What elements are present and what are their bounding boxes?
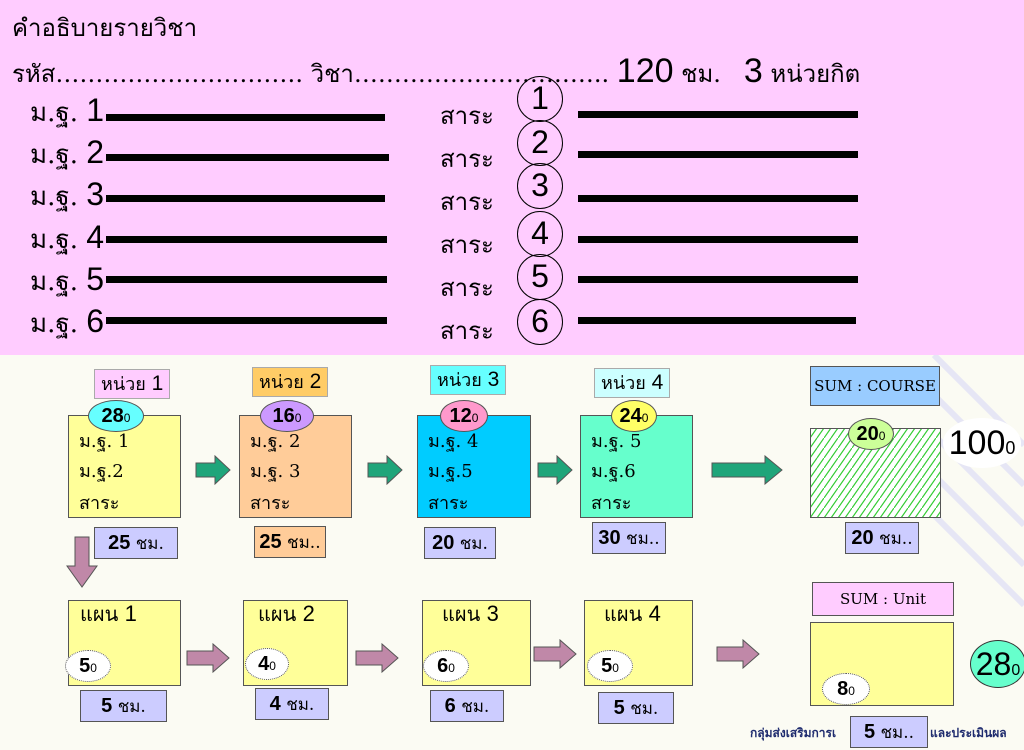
course-info-row: รหัส…………………………. วิชา………………………….. 120 ชม.… [12, 52, 860, 93]
sara-label: สาระ [440, 145, 494, 173]
footer-left-text: กลุ่มส่งเสริมการเ [750, 726, 837, 740]
code-label: รหัส [12, 60, 56, 88]
credit-unit: หน่วยกิต [770, 60, 861, 88]
sara-blank-line [578, 151, 858, 158]
sara-label: สาระ [440, 188, 494, 216]
unit-tag-2: หน่วย 2 [252, 367, 329, 397]
unit-score-oval: 120 [440, 400, 488, 432]
standard-blank-line [106, 276, 387, 283]
unit-tag-4: หน่วย 4 [594, 368, 671, 398]
standard-row: ม.ฐ. 2 [30, 134, 105, 170]
unit-score-oval: 160 [260, 400, 314, 432]
plan-label: แผน 2 [258, 601, 315, 626]
standard-blank-line [106, 236, 387, 243]
sara-number-circle: 4 [517, 211, 563, 257]
standard-row: ม.ฐ. 6 [30, 303, 105, 339]
sara-number-circle: 6 [517, 299, 563, 345]
sum-course-score-oval: 200 [848, 418, 894, 450]
plan-score-oval: 40 [245, 648, 289, 680]
plan-box-2 [243, 600, 348, 686]
plan-arrow-icon [186, 643, 230, 673]
sum-unit-hours: 5 ชม.. [850, 716, 928, 748]
down-arrow-icon [66, 536, 98, 588]
course-description-title: คำอธิบายรายวิชา [12, 14, 198, 42]
sara-label: สาระ [440, 102, 494, 130]
standard-blank-line [106, 114, 385, 121]
sum-unit-label: SUM : Unit [812, 582, 954, 616]
unit-tag-1: หน่วย 1 [94, 369, 171, 399]
sara-number-circle: 3 [517, 163, 563, 209]
unit-box-1: ม.ฐ. 1 ม.ฐ.2 สาระ [68, 415, 181, 518]
sara-number-circle: 5 [517, 254, 563, 300]
subject-dots: ………………………….. [353, 60, 610, 88]
sum-course-hours: 20 ชม.. [845, 522, 919, 554]
sum-course-label: SUM : COURSE [810, 366, 940, 406]
unit-total-score: 280 [970, 640, 1024, 688]
unit-box-4: ม.ฐ. 5 ม.ฐ.6 สาระ [580, 415, 693, 518]
unit-hours: 25 ชม. [94, 527, 178, 559]
sara-blank-line [578, 317, 856, 324]
course-header-panel [0, 0, 1024, 355]
sara-number-circle: 2 [517, 120, 563, 166]
plan-arrow-icon [533, 639, 577, 669]
unit-box-3: ม.ฐ. 4 ม.ฐ.5 สาระ [417, 415, 531, 518]
unit-hours: 25 ชม.. [254, 526, 326, 558]
total-hours-value: 120 [616, 52, 674, 90]
course-total-score: 1000 [943, 418, 1021, 468]
plan-label: แผน 4 [604, 601, 661, 626]
unit-hours: 20 ชม. [424, 527, 496, 559]
sara-label: สาระ [440, 274, 494, 302]
plan-hours: 4 ชม. [255, 688, 329, 720]
sara-blank-line [578, 195, 858, 202]
plan-score-oval: 50 [587, 650, 633, 682]
sara-blank-line [578, 276, 858, 283]
plan-hours: 6 ชม. [430, 690, 504, 722]
flow-arrow-icon [537, 455, 573, 485]
code-dots: …………………………. [55, 60, 303, 88]
standard-row: ม.ฐ. 1 [30, 92, 105, 128]
unit-hours: 30 ชม.. [592, 522, 666, 554]
unit-tag-3: หน่วย 3 [430, 365, 507, 395]
unit-score-oval: 280 [88, 400, 144, 432]
standard-blank-line [106, 195, 385, 202]
subject-label: วิชา [310, 60, 354, 88]
footer-right-text: และประเมินผล [930, 726, 1007, 740]
standard-row: ม.ฐ. 3 [30, 176, 105, 212]
sara-blank-line [578, 236, 858, 243]
plan-hours: 5 ชม. [598, 692, 674, 724]
unit-box-2: ม.ฐ. 2 ม.ฐ. 3 สาระ [239, 415, 352, 518]
standard-blank-line [106, 317, 387, 324]
plan-arrow-icon [716, 639, 760, 669]
plan-box-3 [422, 600, 531, 686]
sara-label: สาระ [440, 231, 494, 259]
sum-unit-score-oval: 80 [822, 673, 870, 705]
plan-hours: 5 ชม. [80, 690, 167, 722]
standard-blank-line [106, 154, 389, 161]
background-stripes-decoration [931, 355, 1024, 608]
standard-row: ม.ฐ. 4 [30, 219, 105, 255]
flow-arrow-icon [367, 455, 403, 485]
sara-label: สาระ [440, 317, 494, 345]
flow-arrow-icon [195, 455, 231, 485]
plan-arrow-icon [355, 643, 399, 673]
sara-number-circle: 1 [517, 76, 563, 122]
flow-arrow-icon [711, 455, 783, 485]
plan-score-oval: 50 [65, 650, 111, 682]
total-hours-unit: ชม. [681, 60, 721, 88]
unit-score-oval: 240 [611, 400, 657, 432]
plan-score-oval: 60 [423, 650, 469, 682]
credit-value: 3 [743, 52, 763, 90]
plan-label: แผน 1 [80, 601, 137, 626]
sara-blank-line [578, 111, 858, 118]
plan-label: แผน 3 [442, 601, 499, 626]
standard-row: ม.ฐ. 5 [30, 261, 105, 297]
